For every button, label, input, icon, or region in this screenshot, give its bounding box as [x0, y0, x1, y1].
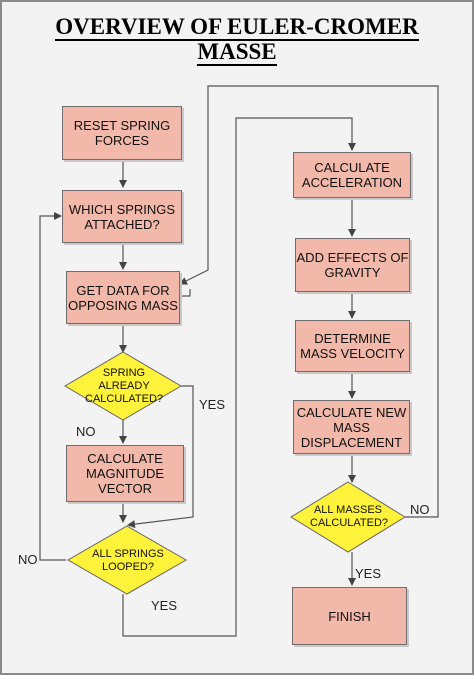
- decision-spring-already-calculated: [64, 351, 182, 421]
- box-reset-spring-forces: RESET SPRING FORCES: [62, 106, 182, 160]
- box-label: DETERMINE MASS VELOCITY: [300, 331, 405, 361]
- decision-label-spring-already-calculated: SPRING ALREADY CALCULATED?: [85, 367, 164, 405]
- edge-looped-yes: [122, 117, 356, 637]
- box-get-data-opposing-mass: GET DATA FOR OPPOSING MASS: [66, 271, 180, 324]
- edge-label-spring-calc-no: NO: [76, 424, 96, 439]
- decision-all-masses-calculated: [290, 481, 406, 553]
- box-label: CALCULATE ACCELERATION: [301, 160, 403, 190]
- edge-masses-no: [179, 85, 439, 518]
- box-calculate-acceleration: CALCULATE ACCELERATION: [293, 152, 411, 198]
- box-which-springs-attached: WHICH SPRINGS ATTACHED?: [62, 190, 182, 243]
- decision-label-all-springs-looped: ALL SPRINGS LOOPED?: [92, 548, 164, 573]
- decision-label-all-masses-calculated: ALL MASSES CALCULATED?: [310, 504, 389, 529]
- box-label: CALCULATE MAGNITUDE VECTOR: [86, 451, 164, 496]
- box-calculate-magnitude-vector: CALCULATE MAGNITUDE VECTOR: [66, 445, 184, 502]
- title-line-1: OVERVIEW OF EULER-CROMER: [55, 14, 419, 41]
- box-label: FINISH: [328, 608, 371, 624]
- edge-label-springs-looped-no: NO: [18, 552, 38, 567]
- box-add-effects-of-gravity: ADD EFFECTS OF GRAVITY: [295, 238, 410, 292]
- box-label: WHICH SPRINGS ATTACHED?: [68, 201, 176, 232]
- edge-label-masses-yes: YES: [355, 566, 382, 581]
- box-label: ADD EFFECTS OF GRAVITY: [296, 250, 409, 280]
- diagram-title: OVERVIEW OF EULER-CROMER MASSE: [0, 14, 474, 66]
- box-label: GET DATA FOR OPPOSING MASS: [68, 282, 178, 313]
- title-line-2: MASSE: [197, 39, 277, 66]
- decision-all-springs-looped: [66, 525, 188, 595]
- edge-looped-no: [39, 212, 66, 561]
- edge-label-spring-calc-yes: YES: [199, 397, 226, 412]
- box-determine-mass-velocity: DETERMINE MASS VELOCITY: [295, 320, 410, 372]
- box-calculate-new-mass-displacement: CALCULATE NEW MASS DISPLACEMENT: [293, 400, 410, 454]
- box-label: RESET SPRING FORCES: [73, 118, 171, 148]
- box-finish: FINISH: [292, 587, 407, 645]
- edge-label-springs-looped-yes: YES: [151, 598, 178, 613]
- edge-getdata-to-which-right: [180, 289, 191, 297]
- box-label: CALCULATE NEW MASS DISPLACEMENT: [296, 404, 407, 450]
- edge-label-masses-no: NO: [410, 502, 430, 517]
- edge-spring-yes: [127, 385, 194, 529]
